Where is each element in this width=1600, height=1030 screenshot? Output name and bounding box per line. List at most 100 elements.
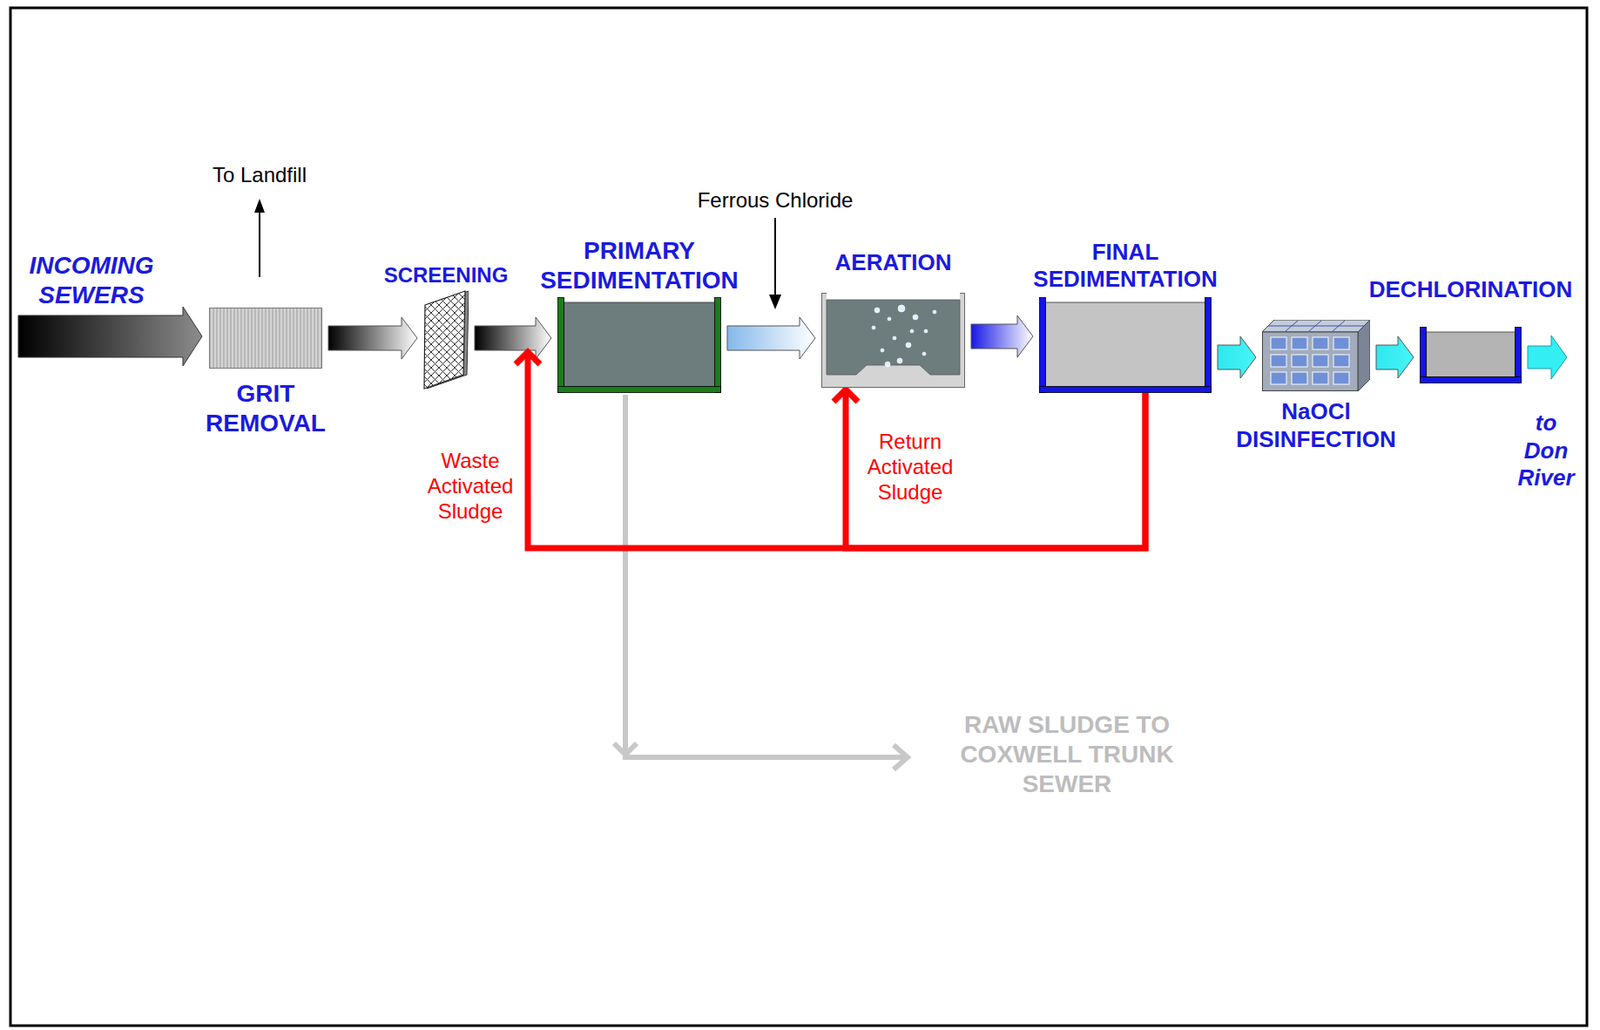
drawn-part [1420,327,1427,384]
drawn-part [1205,297,1212,393]
aeration-tank-outline [821,292,966,388]
cell-panel [1312,371,1329,385]
air-bubble [871,325,876,330]
cell-panel [1270,371,1287,385]
drawn-part [209,308,323,369]
air-bubble [874,307,880,313]
drawn-part [614,742,637,755]
cell-panel [1291,354,1308,367]
air-bubble [892,336,897,340]
drawn-part [822,293,966,388]
landfill-arrow [254,198,265,277]
air-bubble [924,329,928,333]
edge-label: Waste Activated Sludge [418,448,523,524]
edge-group [971,315,1033,358]
air-bubble [897,304,905,312]
edge-group [328,317,418,359]
primary-tank-outline [557,297,722,393]
dechlorination-tank-outline [1419,326,1522,384]
drawn-part [1039,386,1212,393]
flow-arrow [1376,336,1414,379]
edge-label: Return Activated Sludge [853,429,967,505]
drawn-part [1425,331,1516,378]
flow-arrow [971,315,1033,358]
drawn-part [424,290,466,389]
arrowhead [515,351,541,365]
drawn-part [1045,302,1206,387]
cell-panel [1312,337,1329,350]
air-bubble [897,357,903,364]
bar-screen: SCREENING [423,289,469,391]
cell-panel [1333,354,1350,367]
air-bubble [880,348,885,352]
final-tank: FINAL SEDIMENTATION [1039,297,1212,393]
grit-chamber-outline [209,307,323,369]
aeration-tank: AERATION [821,292,966,388]
chemical-label: Ferrous Chloride [697,187,854,213]
drawn-part [769,294,782,310]
incoming-arrow [18,306,203,366]
stage-heading: FINAL SEDIMENTATION [1016,238,1235,294]
drawn-part [715,297,722,393]
primary-tank: PRIMARY SEDIMENTATION [557,297,722,393]
destination-label: To Landfill [212,162,307,188]
edge-group [1217,336,1256,379]
drawn-part [1262,319,1371,332]
cell-panel [1333,371,1350,385]
air-bubble [912,314,919,320]
drawn-part [254,198,265,213]
air-bubble [884,361,891,367]
source-label: INCOMING SEWERS [17,250,166,311]
cell-panel [1291,371,1308,385]
drawn-part [893,744,908,770]
sludge-return-line [845,391,1146,548]
drawn-part [1420,377,1522,384]
cell-panel [1270,354,1287,367]
cell-panel [1291,337,1308,350]
chemical-dose-arrow [769,217,782,310]
air-bubble [922,351,926,356]
flow-arrow [1217,336,1256,379]
drawn-part [1262,331,1359,392]
drawn-part [258,209,261,277]
drawn-part [774,217,777,297]
stage-heading: GRIT REMOVAL [195,378,336,439]
cell-panel [1333,337,1350,350]
stage-heading: NaOCl DISINFECTION [1215,398,1417,453]
cell-panel [1270,337,1287,350]
disinfection-unit-outline [1262,319,1371,392]
drawn-part [826,299,960,375]
stage-heading: PRIMARY SEDIMENTATION [526,236,753,296]
outfall-label: to Don River [1514,409,1578,493]
air-bubble [910,329,914,333]
edge-group [727,317,816,359]
edge-group [833,389,1146,548]
drawn-part [558,386,722,393]
air-bubble [887,317,892,321]
arrowhead [833,389,858,402]
air-bubble [905,342,912,348]
drawn-part [826,292,960,300]
flow-arrow [727,317,816,359]
drawn-part [1357,319,1371,392]
outfall-arrow [1527,335,1567,379]
grit-chamber: GRIT REMOVAL [209,307,323,369]
dechlorination-tank: DECHLORINATION [1419,326,1522,384]
raw-sludge-line [614,394,908,770]
stage-heading: AERATION [835,249,952,277]
cell-panel [1312,354,1329,367]
drawn-part [558,297,565,393]
edge-group [1376,336,1414,379]
drawn-part [563,302,716,387]
stage-heading: SCREENING [384,262,509,288]
flow-arrow [328,317,418,359]
frame-border [10,7,1587,1026]
drawn-part [1039,297,1047,393]
disinfection-unit: NaOCl DISINFECTION [1262,319,1371,392]
flow-arrow [474,317,552,359]
drawn-part [625,394,906,757]
final-tank-outline [1039,297,1212,393]
